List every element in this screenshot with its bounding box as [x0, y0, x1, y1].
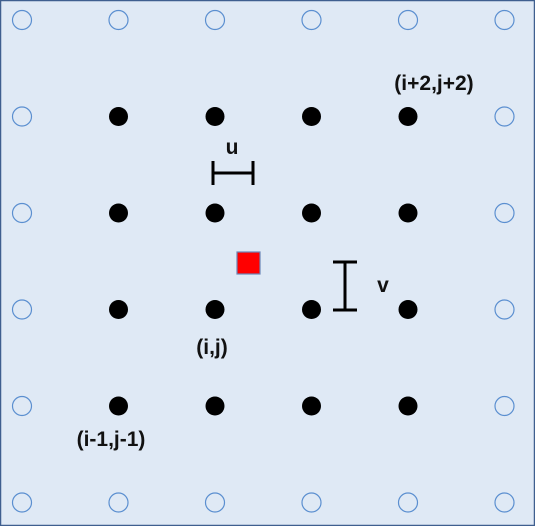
lattice-node-open	[301, 492, 322, 513]
lattice-node-open	[397, 9, 419, 31]
lattice-points	[11, 9, 515, 513]
lattice-node-open	[204, 9, 226, 31]
lattice-node-filled	[109, 396, 128, 416]
lattice-node-filled	[398, 300, 418, 319]
lattice-node-open	[11, 9, 33, 31]
lattice-node-open	[494, 106, 515, 127]
sample-point-red-square	[236, 251, 261, 275]
lattice-node-open	[397, 492, 419, 513]
lattice-node-filled	[302, 300, 321, 319]
lattice-node-open	[11, 299, 33, 320]
lattice-node-open	[494, 9, 515, 31]
lattice-node-filled	[205, 107, 225, 126]
u-spacing-bracket	[211, 161, 255, 185]
v-spacing-bracket	[333, 260, 357, 312]
lattice-node-filled	[205, 396, 225, 416]
lattice-node-filled	[302, 203, 321, 223]
node-label-top-right: (i+2,j+2)	[394, 72, 473, 95]
lattice-node-open	[11, 395, 33, 417]
lattice-node-filled	[302, 107, 321, 126]
lattice-node-open	[108, 492, 129, 513]
lattice-node-filled	[302, 396, 321, 416]
lattice-node-open	[108, 9, 129, 31]
lattice-node-open	[11, 106, 33, 127]
lattice-node-filled	[205, 203, 225, 223]
node-label-center: (i,j)	[196, 336, 228, 359]
lattice-node-filled	[398, 203, 418, 223]
lattice-node-open	[494, 492, 515, 513]
lattice-node-open	[11, 202, 33, 224]
v-spacing-label: v	[377, 274, 389, 297]
node-label-bottom-left: (i-1,j-1)	[77, 428, 146, 451]
lattice-node-filled	[109, 203, 128, 223]
lattice-node-filled	[398, 107, 418, 126]
lattice-node-open	[301, 9, 322, 31]
lattice-node-filled	[205, 300, 225, 319]
lattice-node-open	[11, 492, 33, 513]
lattice-node-filled	[398, 396, 418, 416]
lattice-node-open	[494, 395, 515, 417]
lattice-node-filled	[109, 107, 128, 126]
u-spacing-label: u	[226, 136, 239, 159]
lattice-node-filled	[109, 300, 128, 319]
lattice-node-open	[494, 299, 515, 320]
lattice-node-open	[204, 492, 226, 513]
lattice-node-open	[494, 202, 515, 224]
